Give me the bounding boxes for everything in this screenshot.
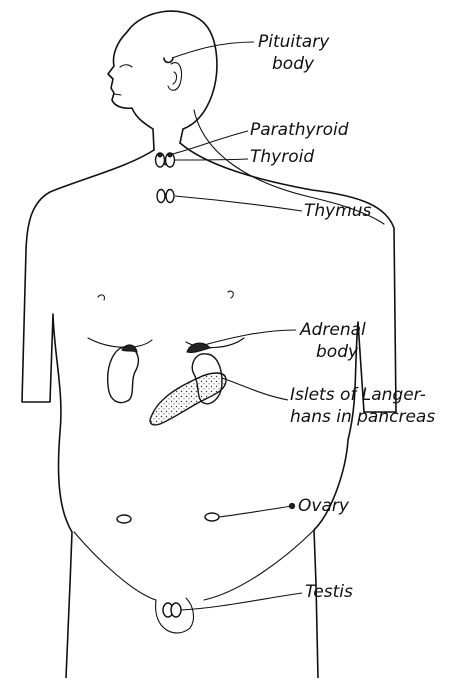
leader-pituitary	[172, 42, 254, 58]
ovary-leader-dot	[289, 503, 294, 508]
parathyroid-gland	[158, 153, 162, 157]
label-islets-line1: Islets of Langer-	[290, 386, 426, 404]
leader-thymus	[175, 196, 302, 211]
label-thymus: Thymus	[304, 202, 371, 220]
leader-islets	[222, 378, 288, 400]
adrenal-left	[122, 345, 137, 352]
pituitary-gland	[164, 58, 173, 63]
groin-line-right	[204, 530, 314, 600]
label-pituitary-line2: body	[272, 55, 314, 73]
chest-contour-left	[88, 338, 152, 347]
leader-adrenal	[204, 330, 296, 345]
ear	[168, 63, 182, 91]
label-parathyroid: Parathyroid	[250, 121, 348, 139]
label-adrenal-line1: Adrenal	[300, 321, 366, 339]
leader-testis	[181, 593, 302, 610]
testis-right	[171, 603, 181, 617]
thymus-lobe-left	[157, 190, 165, 203]
nipple-right	[228, 291, 233, 298]
thymus-lobe-right	[166, 190, 174, 203]
eye	[120, 65, 132, 67]
label-pituitary-line1: Pituitary	[258, 33, 329, 51]
label-ovary: Ovary	[298, 497, 349, 515]
leader-ovary	[219, 506, 292, 517]
thyroid-isthmus	[164, 162, 166, 165]
ovary-right	[205, 513, 219, 521]
label-thyroid: Thyroid	[250, 148, 314, 166]
ovary-left	[117, 515, 131, 523]
label-adrenal-line2: body	[316, 343, 358, 361]
leader-thyroid	[175, 159, 248, 160]
mouth	[114, 94, 121, 95]
groin-line-left	[74, 532, 156, 600]
label-islets-line2: hans in pancreas	[290, 408, 435, 426]
label-testis: Testis	[305, 583, 353, 601]
leader-parathyroid	[172, 131, 248, 154]
ear-inner	[173, 72, 177, 84]
nipple-left	[98, 295, 104, 300]
kidney-left	[108, 347, 139, 403]
parathyroid-gland	[168, 153, 172, 157]
